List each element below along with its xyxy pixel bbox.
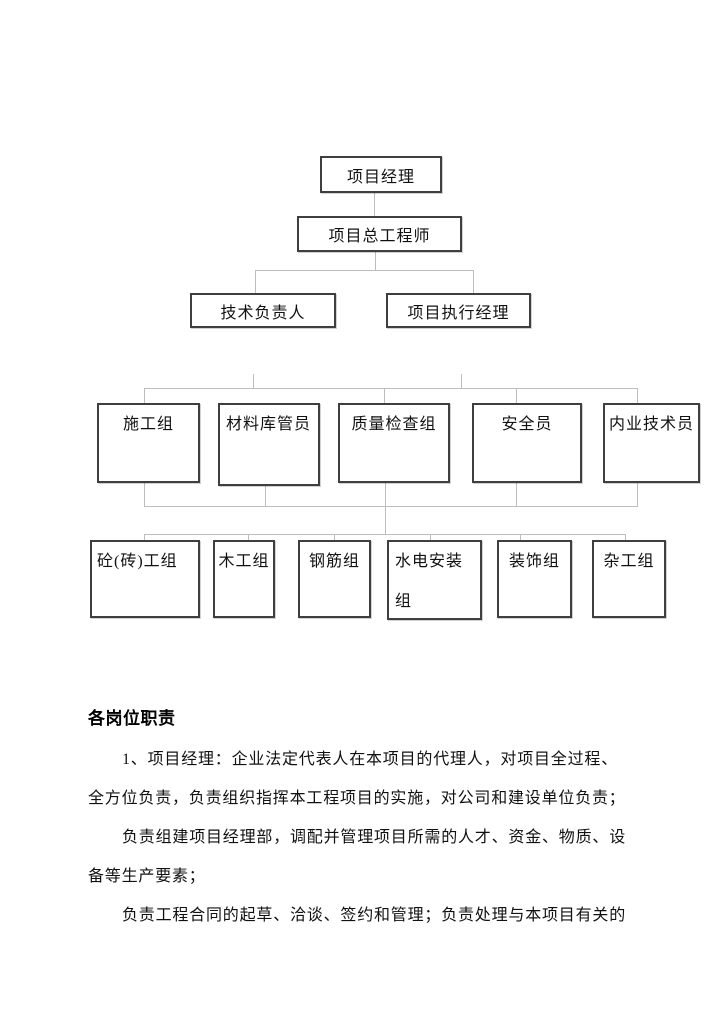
org-node-concrete-brick-team: 砼(砖)工组 xyxy=(90,540,200,618)
connector-segment xyxy=(255,270,256,293)
connector-segment xyxy=(144,506,638,507)
connector-segment xyxy=(637,483,638,506)
org-node-construction-team: 施工组 xyxy=(97,403,200,483)
connector-segment xyxy=(144,388,145,404)
org-node-office-technician: 内业技术员 xyxy=(603,403,700,483)
org-node-executive-manager: 项目执行经理 xyxy=(386,293,531,328)
org-node-decoration-team: 装饰组 xyxy=(497,540,572,618)
body-text-line: 全方位负责，负责组织指挥本工程项目的实施，对公司和建设单位负责； xyxy=(88,790,626,807)
org-node-laborer-team: 杂工组 xyxy=(592,540,666,618)
body-text-line: 1、项目经理：企业法定代表人在本项目的代理人，对项目全过程、 xyxy=(122,751,619,768)
body-text-line: 备等生产要素； xyxy=(88,868,206,885)
connector-segment xyxy=(144,534,145,541)
connector-segment xyxy=(374,193,375,216)
section-heading: 各岗位职责 xyxy=(88,709,176,728)
connector-segment xyxy=(384,388,385,404)
connector-segment xyxy=(516,388,517,404)
org-node-chief-engineer: 项目总工程师 xyxy=(297,216,462,252)
connector-segment xyxy=(265,483,266,506)
org-node-safety-officer: 安全员 xyxy=(472,403,582,483)
connector-segment xyxy=(473,270,474,293)
connector-segment xyxy=(334,534,335,541)
body-text-line: 负责组建项目经理部，调配并管理项目所需的人才、资金、物质、设 xyxy=(122,829,627,846)
org-node-plumbing-electric-team: 水 电 安 装 组 xyxy=(387,540,482,620)
connector-segment xyxy=(385,483,386,506)
connector-segment xyxy=(144,388,638,389)
connector-segment xyxy=(637,388,638,404)
org-node-rebar-team: 钢筋组 xyxy=(298,540,371,618)
org-node-material-keeper: 材 料 库 管 员 xyxy=(218,403,320,486)
connector-segment xyxy=(375,252,376,270)
connector-segment xyxy=(430,534,431,541)
connector-segment xyxy=(625,534,626,541)
connector-segment xyxy=(144,534,626,535)
connector-segment xyxy=(520,534,521,541)
connector-segment xyxy=(144,483,145,506)
org-node-quality-inspection-team: 质量检查组 xyxy=(338,403,450,483)
org-node-project-manager: 项目经理 xyxy=(320,156,442,193)
body-text-line: 负责工程合同的起草、洽谈、签约和管理；负责处理与本项目有关的 xyxy=(122,907,627,924)
connector-segment xyxy=(253,374,254,388)
connector-segment xyxy=(461,374,462,388)
org-node-technical-director: 技 术 负 责 人 xyxy=(190,293,336,328)
connector-segment xyxy=(248,534,249,541)
connector-segment xyxy=(516,483,517,506)
connector-segment xyxy=(255,270,474,271)
connector-segment xyxy=(385,506,386,534)
org-node-carpentry-team: 木工组 xyxy=(213,540,275,618)
